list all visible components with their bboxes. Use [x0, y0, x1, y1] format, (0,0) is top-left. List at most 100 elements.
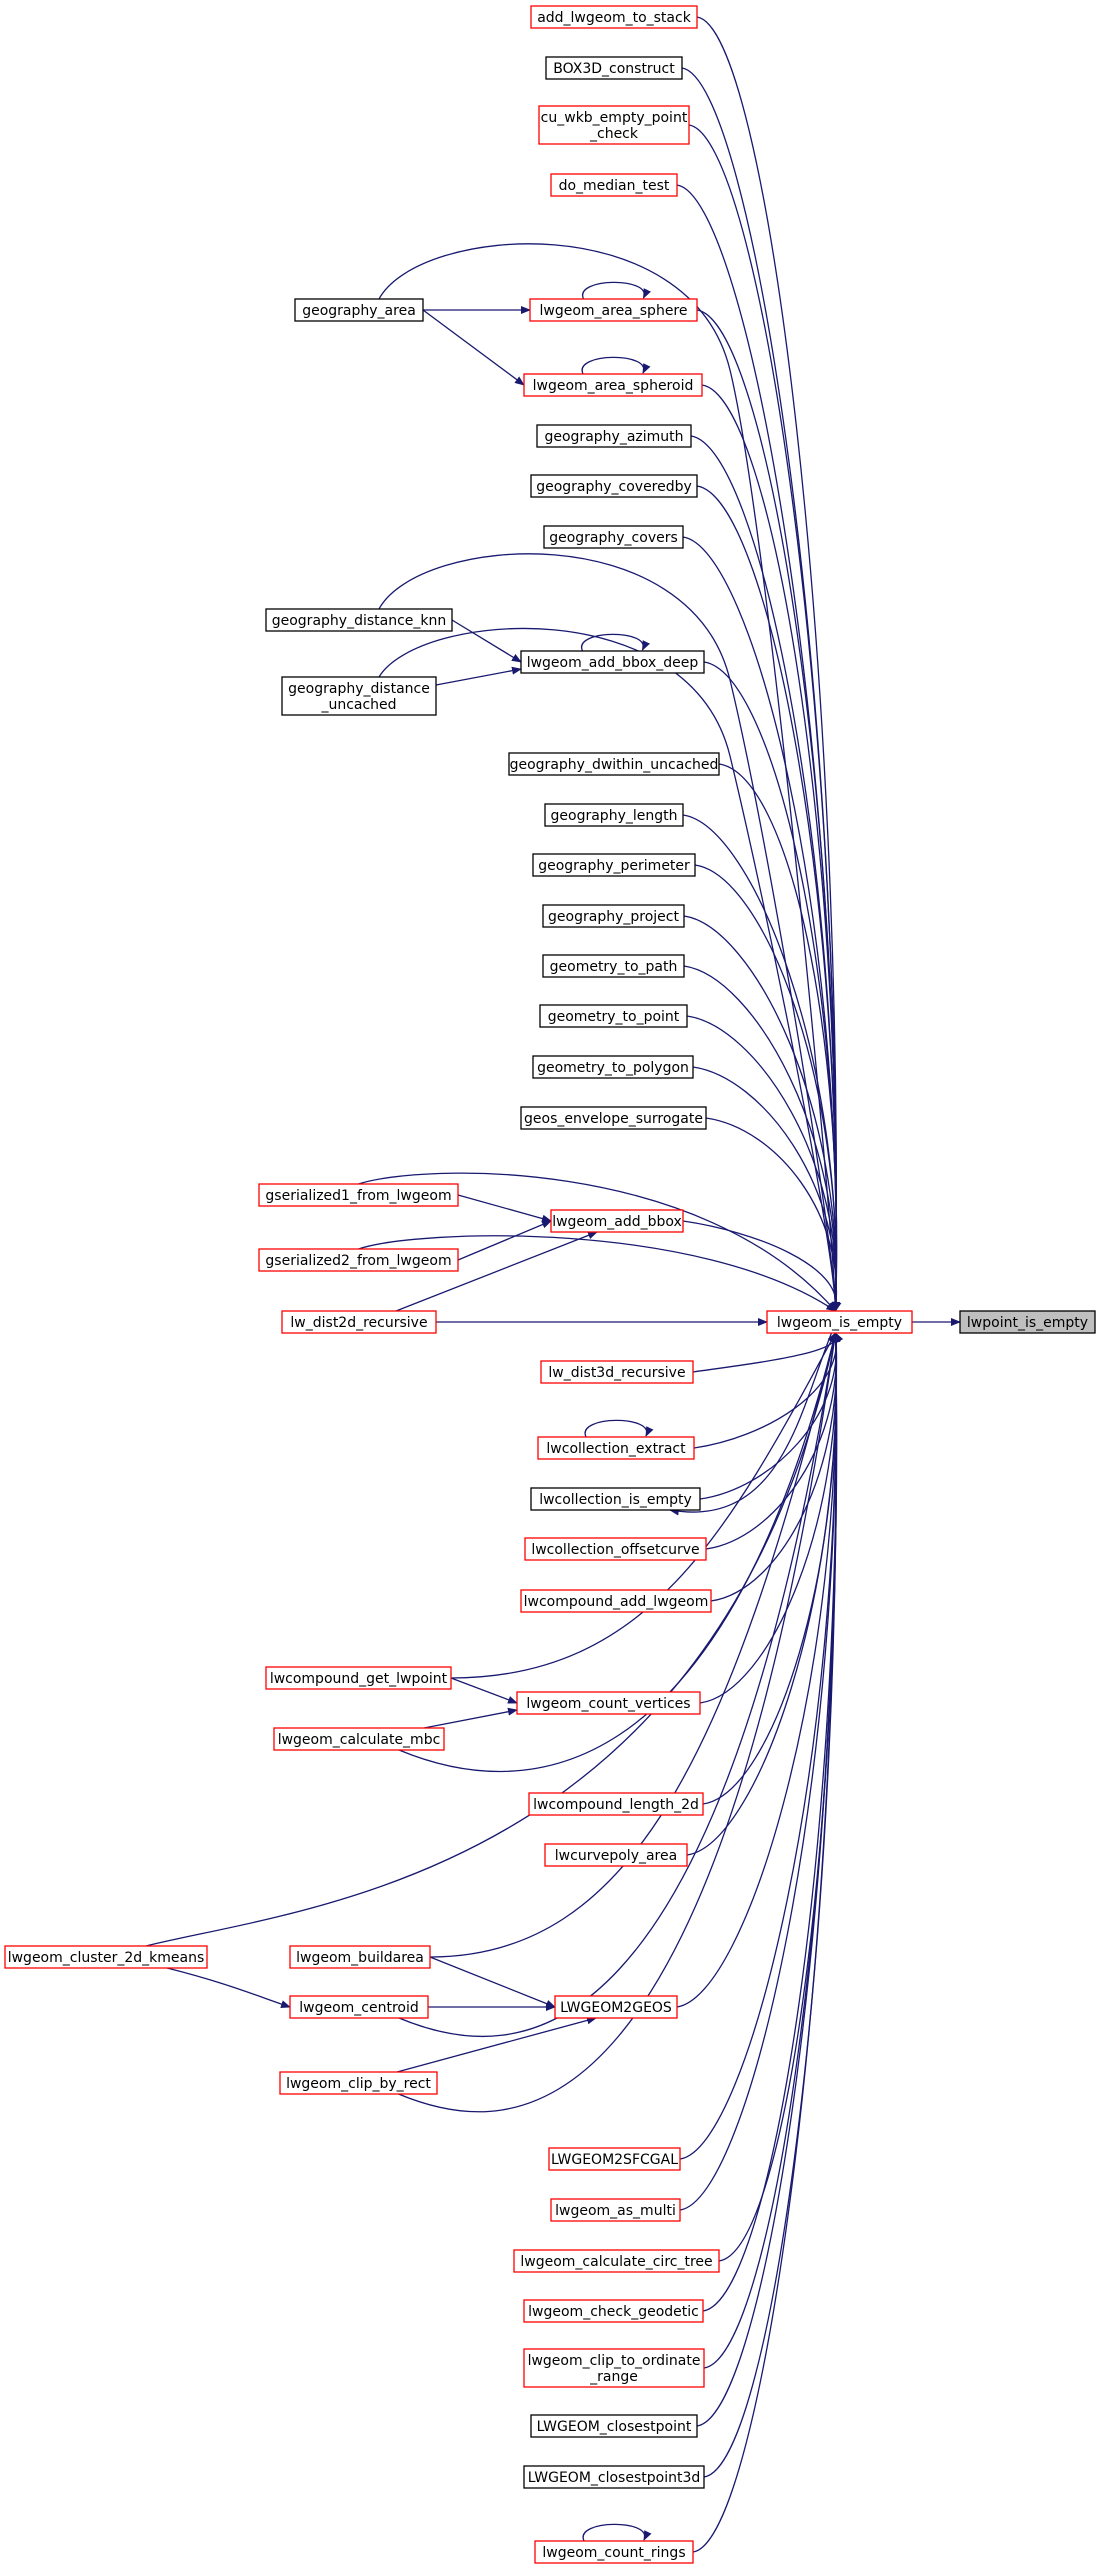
node-lwgeom_add_bbox[interactable]: lwgeom_add_bbox: [550, 1209, 684, 1233]
node-lw_dist2d_recursive[interactable]: lw_dist2d_recursive: [281, 1310, 437, 1334]
edge-geography_project-to-lwgeom_is_empty: [683, 915, 840, 1312]
node-box: [281, 676, 437, 716]
node-geography_distance_knn[interactable]: geography_distance_knn: [265, 608, 453, 632]
node-box: [544, 803, 684, 827]
node-cu_wkb_empty_point_check[interactable]: cu_wkb_empty_point_check: [538, 105, 690, 145]
node-label: LWGEOM2SFCGAL: [551, 2152, 678, 2168]
node-lwgeom_cluster_2d_kmeans[interactable]: lwgeom_cluster_2d_kmeans: [4, 1945, 208, 1969]
edge-gserialized2_from_lwgeom-to-lwgeom_is_empty: [358, 1235, 837, 1312]
node-LWGEOM2GEOS[interactable]: LWGEOM2GEOS: [554, 1995, 678, 2019]
edge-geography_distance_uncached-to-lwgeom_is_empty: [378, 627, 840, 1312]
node-box: [530, 2414, 698, 2438]
node-geos_envelope_surrogate[interactable]: geos_envelope_surrogate: [520, 1106, 707, 1130]
node-gserialized2_from_lwgeom[interactable]: gserialized2_from_lwgeom: [258, 1248, 459, 1272]
edge-gserialized1_from_lwgeom-to-lwgeom_add_bbox: [457, 1194, 552, 1223]
node-lwgeom_is_empty[interactable]: lwgeom_is_empty: [766, 1310, 913, 1334]
node-lwgeom_count_vertices[interactable]: lwgeom_count_vertices: [516, 1691, 701, 1715]
node-geography_covers[interactable]: geography_covers: [543, 525, 684, 549]
node-lwgeom_clip_by_rect[interactable]: lwgeom_clip_by_rect: [279, 2071, 438, 2095]
node-geometry_to_point[interactable]: geometry_to_point: [539, 1004, 688, 1028]
node-lwcollection_offsetcurve[interactable]: lwcollection_offsetcurve: [524, 1537, 707, 1561]
edge-lwgeom_count_rings-to-lwgeom_is_empty: [692, 1332, 840, 2553]
edge-lwgeom_buildarea-to-LWGEOM2GEOS: [429, 1956, 556, 2008]
node-lwgeom_calculate_mbc[interactable]: lwgeom_calculate_mbc: [273, 1727, 445, 1751]
node-geography_coveredby[interactable]: geography_coveredby: [530, 474, 698, 498]
node-label: lwcollection_is_empty: [539, 1492, 692, 1508]
node-box: [279, 2071, 438, 2095]
node-BOX3D_construct[interactable]: BOX3D_construct: [545, 56, 683, 80]
node-label: lw_dist3d_recursive: [548, 1365, 685, 1381]
node-box: [548, 2147, 681, 2171]
node-label: geometry_to_point: [548, 1009, 680, 1025]
edge-lwcurvepoly_area-to-lwgeom_is_empty: [686, 1332, 840, 1856]
node-box: [508, 752, 720, 776]
node-lwcompound_get_lwpoint[interactable]: lwcompound_get_lwpoint: [265, 1666, 452, 1690]
node-lwgeom_count_rings[interactable]: lwgeom_count_rings: [534, 2540, 694, 2564]
node-label: geography_perimeter: [538, 858, 690, 874]
node-geography_dwithin_uncached[interactable]: geography_dwithin_uncached: [508, 752, 720, 776]
node-box: [544, 1843, 688, 1867]
node-label: LWGEOM_closestpoint: [537, 2419, 692, 2435]
edge-do_median_test-to-lwgeom_is_empty: [676, 184, 840, 1312]
node-label: do_median_test: [559, 178, 670, 194]
node-lwcollection_extract[interactable]: lwcollection_extract: [537, 1436, 695, 1460]
node-gserialized1_from_lwgeom[interactable]: gserialized1_from_lwgeom: [258, 1183, 459, 1207]
node-lw_dist3d_recursive[interactable]: lw_dist3d_recursive: [540, 1360, 694, 1384]
node-lwgeom_centroid[interactable]: lwgeom_centroid: [289, 1995, 429, 2019]
node-lwcompound_add_lwgeom[interactable]: lwcompound_add_lwgeom: [520, 1589, 712, 1613]
node-box: [516, 1691, 701, 1715]
node-label: geography_project: [548, 909, 679, 925]
node-label: lwgeom_area_spheroid: [533, 378, 694, 394]
node-box: [537, 1436, 695, 1460]
node-geometry_to_polygon[interactable]: geometry_to_polygon: [532, 1055, 694, 1079]
node-box: [530, 474, 698, 498]
node-box: [530, 1487, 701, 1511]
node-label: _uncached: [320, 697, 396, 713]
node-box: [542, 904, 685, 928]
node-lwcollection_is_empty[interactable]: lwcollection_is_empty: [530, 1487, 701, 1511]
node-label: lwgeom_is_empty: [777, 1315, 902, 1331]
node-label: gserialized1_from_lwgeom: [265, 1188, 451, 1204]
edge-lwgeom_as_multi-to-lwgeom_is_empty: [679, 1332, 840, 2211]
edge-lwgeom_calculate_mbc-to-lwgeom_count_vertices: [423, 1707, 518, 1729]
node-lwgeom_calculate_circ_tree[interactable]: lwgeom_calculate_circ_tree: [513, 2249, 720, 2273]
node-lwgeom_add_bbox_deep[interactable]: lwgeom_add_bbox_deep: [520, 650, 705, 674]
node-label: lwgeom_clip_by_rect: [286, 2076, 431, 2092]
node-do_median_test[interactable]: do_median_test: [550, 173, 678, 197]
node-geography_azimuth[interactable]: geography_azimuth: [536, 424, 692, 448]
node-add_lwgeom_to_stack[interactable]: add_lwgeom_to_stack: [530, 5, 698, 29]
node-lwgeom_clip_to_ordinate_range[interactable]: lwgeom_clip_to_ordinate_range: [523, 2348, 705, 2388]
node-lwgeom_area_sphere[interactable]: lwgeom_area_sphere: [529, 298, 698, 322]
node-geography_distance_uncached[interactable]: geography_distance_uncached: [281, 676, 437, 716]
node-geography_perimeter[interactable]: geography_perimeter: [532, 853, 696, 877]
node-lwcompound_length_2d[interactable]: lwcompound_length_2d: [528, 1792, 704, 1816]
node-LWGEOM2SFCGAL[interactable]: LWGEOM2SFCGAL: [548, 2147, 681, 2171]
node-label: lwcompound_get_lwpoint: [270, 1671, 448, 1687]
node-lwgeom_as_multi[interactable]: lwgeom_as_multi: [550, 2198, 681, 2222]
node-box: [524, 1537, 707, 1561]
node-lwpoint_is_empty[interactable]: lwpoint_is_empty: [959, 1310, 1096, 1334]
edge-lwgeom_area_spheroid-to-lwgeom_is_empty: [701, 384, 840, 1312]
node-label: lw_dist2d_recursive: [290, 1315, 427, 1331]
node-geography_area[interactable]: geography_area: [294, 298, 424, 322]
edge-geography_coveredby-to-lwgeom_is_empty: [696, 485, 840, 1312]
node-box: [520, 650, 705, 674]
node-LWGEOM_closestpoint3d[interactable]: LWGEOM_closestpoint3d: [523, 2465, 705, 2489]
node-geography_length[interactable]: geography_length: [544, 803, 684, 827]
node-geometry_to_path[interactable]: geometry_to_path: [542, 954, 685, 978]
node-box: [520, 1106, 707, 1130]
node-box: [543, 525, 684, 549]
node-LWGEOM_closestpoint[interactable]: LWGEOM_closestpoint: [530, 2414, 698, 2438]
edge-lwgeom_add_bbox_deep-to-lwgeom_add_bbox_deep: [581, 633, 650, 652]
node-box: [258, 1248, 459, 1272]
node-lwcurvepoly_area[interactable]: lwcurvepoly_area: [544, 1843, 688, 1867]
node-lwgeom_buildarea[interactable]: lwgeom_buildarea: [289, 1945, 431, 1969]
edge-geography_area-to-lwgeom_area_spheroid: [422, 309, 525, 386]
node-geography_project[interactable]: geography_project: [542, 904, 685, 928]
node-box: [550, 173, 678, 197]
node-lwgeom_check_geodetic[interactable]: lwgeom_check_geodetic: [523, 2299, 704, 2323]
node-lwgeom_area_spheroid[interactable]: lwgeom_area_spheroid: [523, 373, 703, 397]
node-label: add_lwgeom_to_stack: [537, 10, 692, 26]
node-box: [529, 298, 698, 322]
